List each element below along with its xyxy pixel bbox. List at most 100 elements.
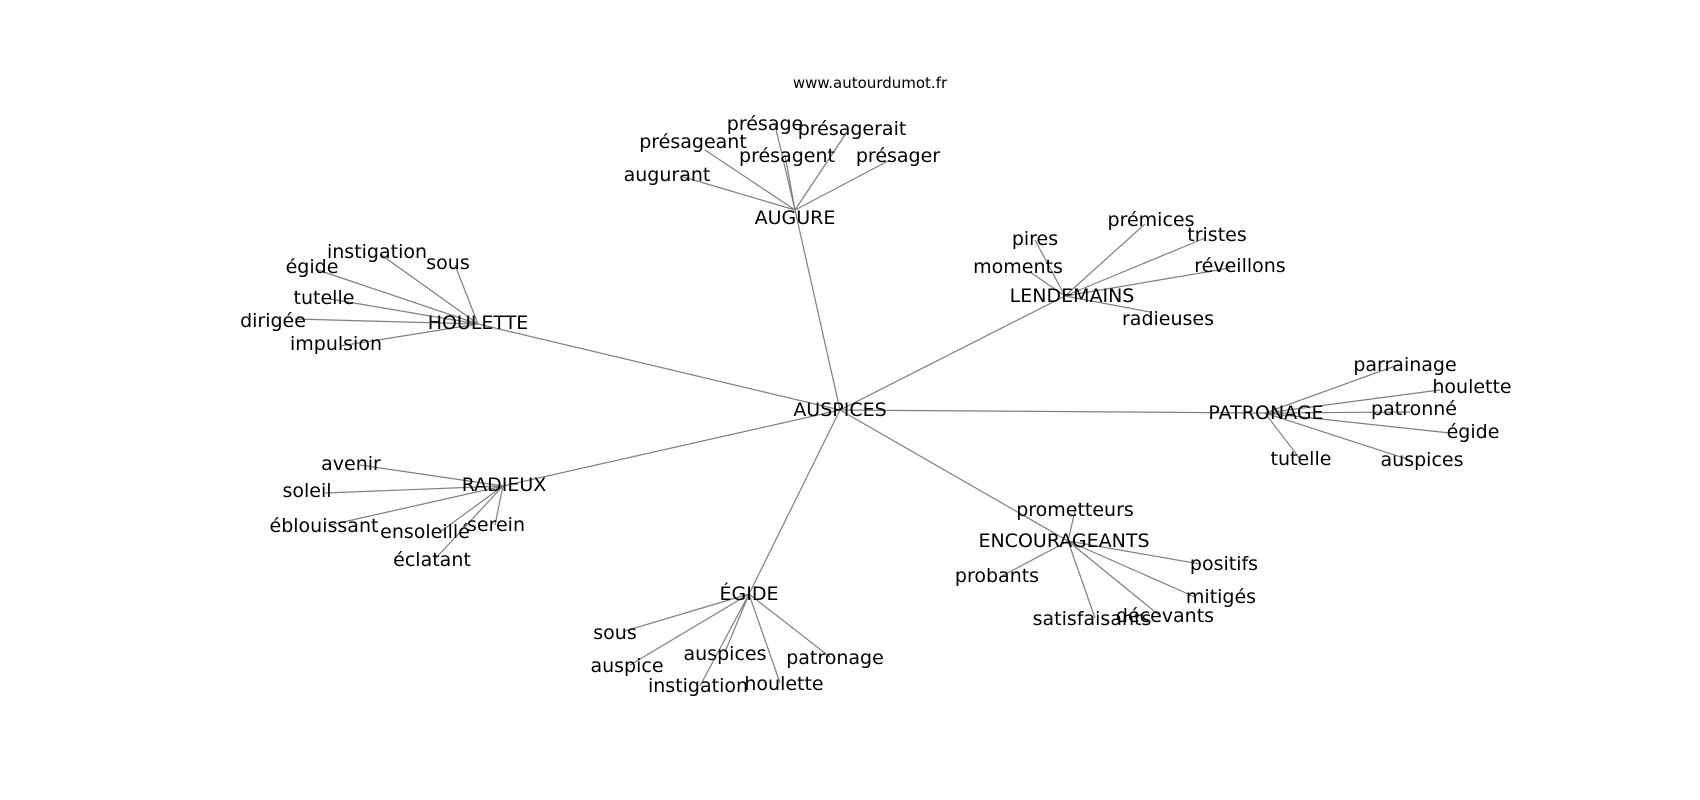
word-node-radieux-soleil: soleil	[282, 480, 331, 502]
edge-center-to-houlette	[477, 323, 841, 411]
edge-houlette-to-dirigee	[294, 318, 479, 325]
word-node-encourageants-prometteurs: prometteurs	[1016, 499, 1134, 521]
edge-patronage-to-houlette	[1264, 389, 1441, 414]
edge-houlette-to-egide	[314, 268, 479, 325]
word-node-patronage-patronne: patronné	[1371, 398, 1457, 420]
edge-center-to-egide	[748, 409, 841, 595]
edge-encourageants-to-mitiges	[1067, 540, 1196, 598]
edge-lendemains-to-radieuses	[1064, 295, 1151, 313]
edge-lendemains-to-moments	[1029, 271, 1066, 297]
word-node-augure-presageant: présageant	[639, 131, 747, 153]
edge-lendemains-to-pires	[1034, 239, 1066, 297]
edge-radieux-to-avenir	[359, 464, 504, 487]
edge-center-to-patronage	[839, 409, 1266, 414]
edge-radieux-to-eblouissant	[329, 485, 504, 526]
edge-center-to-encourageants	[839, 409, 1069, 542]
word-node-patronage-egide: égide	[1447, 421, 1500, 443]
edge-encourageants-to-satisfaisants	[1067, 540, 1096, 619]
word-node-augure-presage: présage	[727, 113, 803, 135]
word-node-lendemains-radieuses: radieuses	[1122, 308, 1214, 330]
word-node-houlette-impulsion: impulsion	[290, 333, 382, 355]
word-node-egide-houlette: houlette	[744, 673, 823, 695]
word-node-encourageants-probants: probants	[955, 565, 1039, 587]
edge-radieux-to-serein	[494, 485, 504, 526]
hub-node-radieux: RADIEUX	[462, 474, 547, 496]
word-node-egide-instigation: instigation	[648, 675, 748, 697]
word-node-egide-auspice: auspice	[590, 655, 663, 677]
edge-augure-to-presager	[794, 159, 891, 211]
edge-egide-to-auspice	[629, 593, 750, 666]
word-node-lendemains-moments: moments	[973, 256, 1063, 278]
edge-egide-to-sous	[624, 593, 750, 632]
hub-node-augure: AUGURE	[755, 207, 836, 229]
word-node-radieux-avenir: avenir	[321, 453, 381, 475]
edge-egide-to-auspices	[724, 593, 750, 653]
word-node-lendemains-tristes: tristes	[1187, 224, 1246, 246]
word-node-houlette-tutelle: tutelle	[294, 287, 355, 309]
edge-egide-to-instigation	[699, 593, 750, 687]
word-node-encourageants-satisfaisants: satisfaisants	[1033, 608, 1152, 630]
edge-augure-to-presagerait	[794, 134, 846, 211]
word-node-encourageants-decevants: décevants	[1116, 605, 1214, 627]
word-node-egide-auspices: auspices	[684, 643, 767, 665]
word-node-lendemains-pires: pires	[1012, 228, 1058, 250]
word-node-augure-presager: présager	[856, 145, 940, 167]
edge-encourageants-to-probants	[999, 540, 1069, 578]
edge-lendemains-to-premices	[1064, 223, 1146, 297]
hub-node-lendemains: LENDEMAINS	[1010, 285, 1135, 307]
hub-node-egide: ÉGIDE	[720, 582, 779, 605]
word-node-lendemains-premices: prémices	[1108, 209, 1195, 231]
edge-egide-to-houlette	[748, 593, 781, 684]
word-node-augure-presagerait: présagerait	[798, 118, 907, 140]
word-node-radieux-serein: serein	[467, 514, 525, 536]
hub-node-houlette: HOULETTE	[428, 312, 529, 334]
edge-center-to-lendemains	[839, 295, 1066, 411]
word-node-radieux-ensoleille: ensoleillé	[380, 521, 470, 543]
word-node-houlette-dirigee: dirigée	[240, 310, 306, 332]
word-node-egide-sous: sous	[593, 622, 636, 644]
word-node-patronage-tutelle: tutelle	[1271, 448, 1332, 470]
center-node-label: AUSPICES	[793, 399, 886, 421]
word-node-houlette-sous: sous	[426, 252, 469, 274]
word-node-egide-patronage: patronage	[786, 647, 884, 669]
edge-patronage-to-patronne	[1264, 411, 1411, 414]
edge-lendemains-to-reveillons	[1064, 267, 1231, 297]
edge-houlette-to-tutelle	[329, 298, 479, 325]
edge-radieux-to-ensoleille	[439, 485, 504, 533]
word-node-patronage-parrainage: parrainage	[1353, 354, 1456, 376]
edge-patronage-to-parrainage	[1264, 365, 1396, 414]
edge-egide-to-patronage	[748, 593, 831, 658]
hub-node-encourageants: ENCOURAGEANTS	[978, 530, 1149, 552]
edge-patronage-to-tutelle	[1264, 412, 1301, 460]
edge-center-to-augure	[794, 209, 841, 411]
edges-layer	[294, 124, 1451, 687]
edge-patronage-to-auspices	[1264, 412, 1411, 461]
word-node-augure-augurant: augurant	[624, 164, 711, 186]
word-node-augure-presagent: présagent	[739, 145, 835, 167]
word-node-radieux-eclatant: éclatant	[393, 549, 471, 571]
edge-encourageants-to-prometteurs	[1067, 510, 1076, 542]
word-node-houlette-instigation: instigation	[327, 241, 427, 263]
edge-encourageants-to-positifs	[1067, 540, 1201, 565]
edge-augure-to-presage	[774, 124, 796, 211]
word-node-encourageants-mitiges: mitigés	[1186, 586, 1256, 608]
hub-node-patronage: PATRONAGE	[1208, 402, 1323, 424]
edge-lendemains-to-tristes	[1064, 237, 1206, 297]
edge-encourageants-to-decevants	[1067, 540, 1161, 617]
edge-houlette-to-sous	[454, 264, 479, 325]
word-node-houlette-egide: égide	[286, 256, 339, 278]
edge-augure-to-augurant	[679, 175, 796, 211]
site-url: www.autourdumot.fr	[793, 74, 948, 92]
word-node-patronage-auspices: auspices	[1381, 449, 1464, 471]
edge-patronage-to-egide	[1264, 412, 1451, 434]
edge-augure-to-presagent	[784, 154, 796, 211]
edge-center-to-radieux	[502, 409, 841, 487]
edge-augure-to-presageant	[704, 149, 796, 211]
word-node-patronage-houlette: houlette	[1432, 376, 1511, 398]
word-node-lendemains-reveillons: réveillons	[1194, 255, 1285, 277]
edge-houlette-to-impulsion	[339, 323, 479, 347]
word-node-radieux-eblouissant: éblouissant	[270, 515, 379, 537]
edge-radieux-to-eclatant	[434, 485, 504, 560]
